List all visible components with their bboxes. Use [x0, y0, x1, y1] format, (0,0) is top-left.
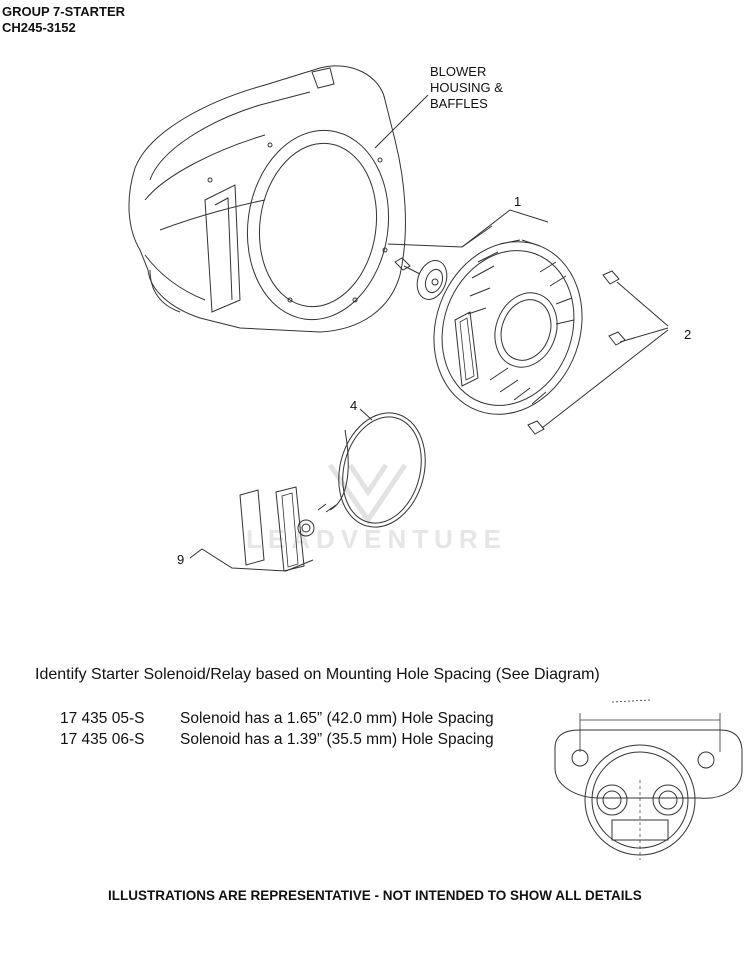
- solenoid-row: 17 435 06-S Solenoid has a 1.39” (35.5 mm…: [60, 731, 494, 749]
- solenoid-intro-text: Identify Starter Solenoid/Relay based on…: [35, 666, 600, 683]
- recoil-starter-illustration: [433, 239, 583, 415]
- blower-housing-illustration: [128, 65, 406, 333]
- callout-item-9: 9: [177, 552, 185, 567]
- starter-pulley-illustration: [394, 257, 448, 300]
- part-number: 17 435 06-S: [60, 731, 145, 748]
- item1-leader-tick: [461, 225, 493, 248]
- callout-blower-housing: BLOWER HOUSING & BAFFLES: [430, 64, 503, 112]
- callout-blower-line3: BAFFLES: [430, 96, 488, 111]
- disclaimer-footer: ILLUSTRATIONS ARE REPRESENTATIVE - NOT I…: [108, 888, 642, 903]
- part-number: 17 435 05-S: [60, 710, 145, 727]
- solenoid-row: 17 435 05-S Solenoid has a 1.65” (42.0 mm…: [60, 710, 494, 728]
- part-description: Solenoid has a 1.65” (42.0 mm) Hole Spac…: [180, 710, 494, 727]
- screw-hardware-illustration: [527, 270, 626, 435]
- item1-leader-line: [387, 209, 549, 248]
- watermark-logo: [327, 463, 408, 525]
- starter-handle-illustration: [239, 486, 327, 572]
- callout-item-2: 2: [684, 327, 692, 342]
- part-description: Solenoid has a 1.39” (35.5 mm) Hole Spac…: [180, 731, 494, 748]
- model-number: CH245-3152: [2, 20, 76, 35]
- solenoid-diagram-illustration: [554, 699, 743, 860]
- starter-rope-illustration: [325, 412, 426, 528]
- callout-item-1: 1: [514, 194, 522, 209]
- item2-leader-upper: [616, 281, 669, 327]
- callout-blower-line2: HOUSING &: [430, 80, 503, 95]
- item2-leader-middle: [619, 327, 669, 343]
- item9-leader-line: [189, 548, 314, 572]
- callout-item-4: 4: [350, 398, 358, 413]
- callout-blower-line1: BLOWER: [430, 64, 487, 79]
- group-title: GROUP 7-STARTER: [2, 4, 126, 19]
- item4-leader-line: [359, 408, 373, 421]
- blower-leader-line: [374, 94, 429, 149]
- watermark-text: LEADVENTURE: [246, 524, 508, 554]
- item2-leader-lower: [541, 329, 669, 429]
